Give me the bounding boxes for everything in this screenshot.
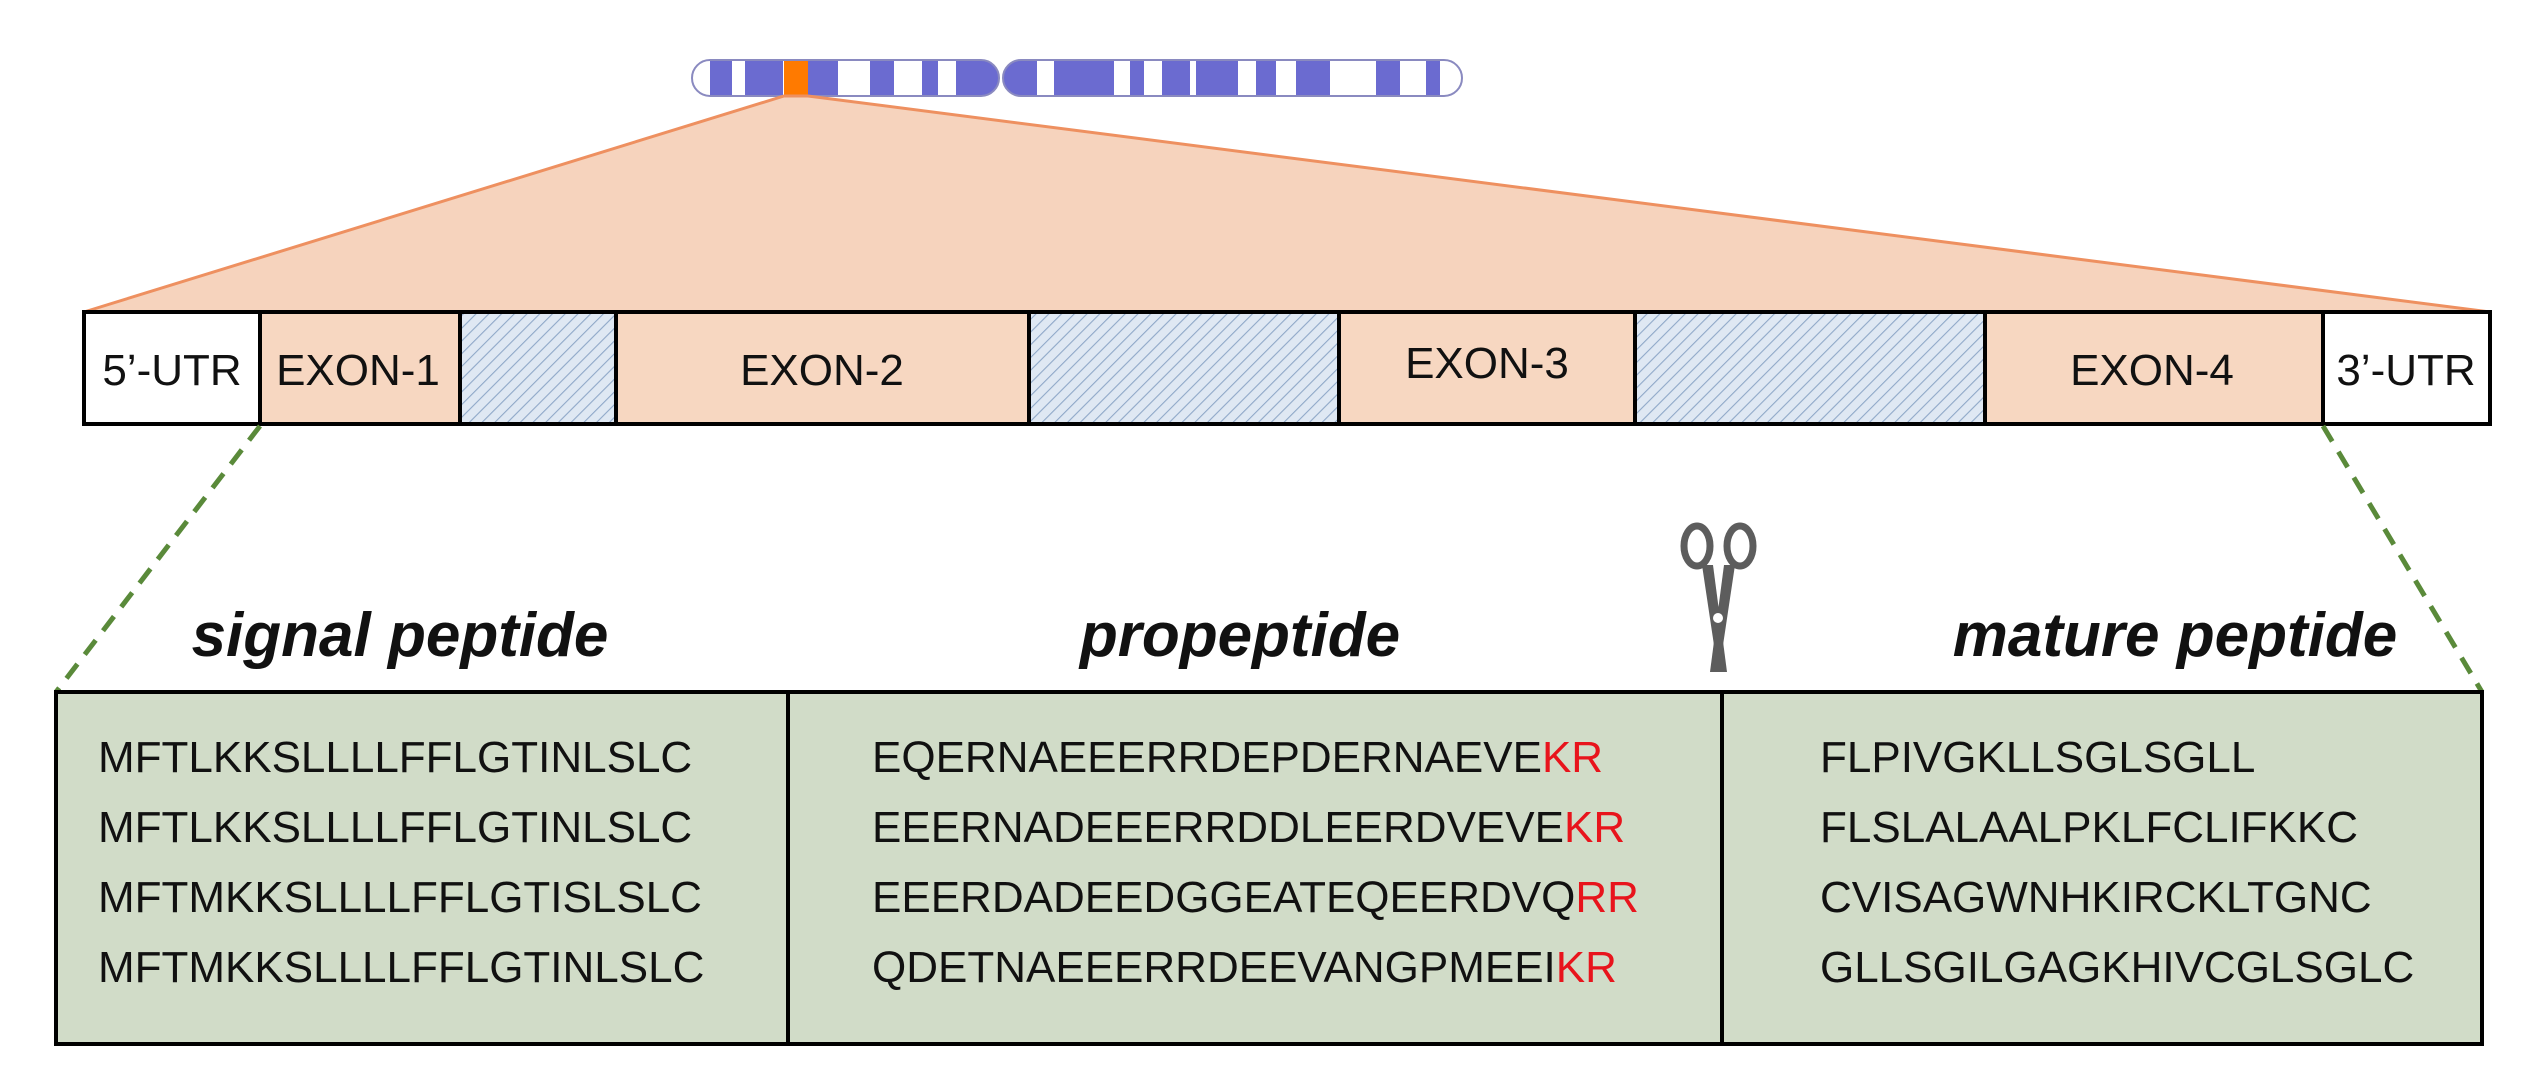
propeptide-box <box>786 690 1724 1046</box>
label-exon-3: EXON-3 <box>1405 339 1569 388</box>
dashed-guide-left <box>54 424 262 694</box>
segment-intron-1 <box>458 310 618 426</box>
propeptide-sequence: EQERNAEEERRDEPDERNAEVEKR <box>872 733 1603 782</box>
dashed-guide-right <box>2320 424 2485 694</box>
label-exon-1: EXON-1 <box>276 346 440 395</box>
chromosome-ideogram <box>691 59 1463 97</box>
segment-exon-2 <box>614 310 1031 426</box>
segment-intron-2 <box>1027 310 1341 426</box>
title-propeptide: propeptide <box>1078 601 1400 670</box>
propeptide-sequence: EEERDADEEDGGEATEQEERDVQRR <box>872 873 1639 922</box>
signal-peptide-sequences: MFTLKKSLLLLFFLGTINLSLC MFTLKKSLLLLFFLGTI… <box>98 733 704 992</box>
peptide-region-boxes <box>54 690 2484 1046</box>
segment-intron-3 <box>1633 310 1987 426</box>
signal-sequence: MFTMKKSLLLLFFLGTINLSLC <box>98 943 704 992</box>
propeptide-main: EEERNADEEERRDDLEERDVEVE <box>872 803 1564 852</box>
propeptide-main: EEERDADEEDGGEATEQEERDVQ <box>872 873 1575 922</box>
cleavage-site: RR <box>1575 873 1639 922</box>
label-3utr: 3’-UTR <box>2336 346 2475 395</box>
mature-peptide-sequences: FLPIVGKLLSGLSGLL FLSLALAALPKLFCLIFKKC CV… <box>1820 733 2414 992</box>
mature-sequence: CVISAGWNHKIRCKLTGNC <box>1820 873 2372 922</box>
label-exon-4: EXON-4 <box>2070 346 2234 395</box>
propeptide-sequence: QDETNAEEERRDEEVANGPMEEIKR <box>872 943 1617 992</box>
mature-sequence: FLPIVGKLLSGLSGLL <box>1820 733 2255 782</box>
segment-5utr <box>82 310 262 426</box>
mature-peptide-box <box>1720 690 2484 1046</box>
mature-sequence: GLLSGILGAGKHIVCGLSGLC <box>1820 943 2414 992</box>
cleavage-site: KR <box>1556 943 1617 992</box>
title-signal-peptide: signal peptide <box>192 601 609 670</box>
gene-bar: 5’-UTR EXON-1 EXON-2 EXON-3 EXON-4 3’-UT… <box>82 310 2492 426</box>
segment-exon-1 <box>258 310 462 426</box>
signal-peptide-box <box>54 690 790 1046</box>
propeptide-main: QDETNAEEERRDEEVANGPMEEI <box>872 943 1556 992</box>
signal-sequence: MFTLKKSLLLLFFLGTINLSLC <box>98 733 692 782</box>
scissors-icon <box>1680 522 1757 672</box>
title-mature-peptide: mature peptide <box>1953 601 2397 670</box>
cleavage-site: KR <box>1564 803 1625 852</box>
propeptide-sequence: EEERNADEEERRDDLEERDVEVEKR <box>872 803 1625 852</box>
zoom-region <box>83 94 2491 314</box>
propeptide-sequences: EQERNAEEERRDEPDERNAEVEKR EEERNADEEERRDDL… <box>872 733 1639 992</box>
signal-sequence: MFTMKKSLLLLFFLGTISLSLC <box>98 873 702 922</box>
propeptide-main: EQERNAEEERRDEPDERNAEVE <box>872 733 1542 782</box>
label-exon-2: EXON-2 <box>740 346 904 395</box>
segment-exon-4 <box>1983 310 2325 426</box>
cleavage-site: KR <box>1542 733 1603 782</box>
segment-exon-3 <box>1337 310 1637 426</box>
segment-3utr <box>2321 310 2492 426</box>
mature-sequence: FLSLALAALPKLFCLIFKKC <box>1820 803 2358 852</box>
label-5utr: 5’-UTR <box>102 346 241 395</box>
signal-sequence: MFTLKKSLLLLFFLGTINLSLC <box>98 803 692 852</box>
